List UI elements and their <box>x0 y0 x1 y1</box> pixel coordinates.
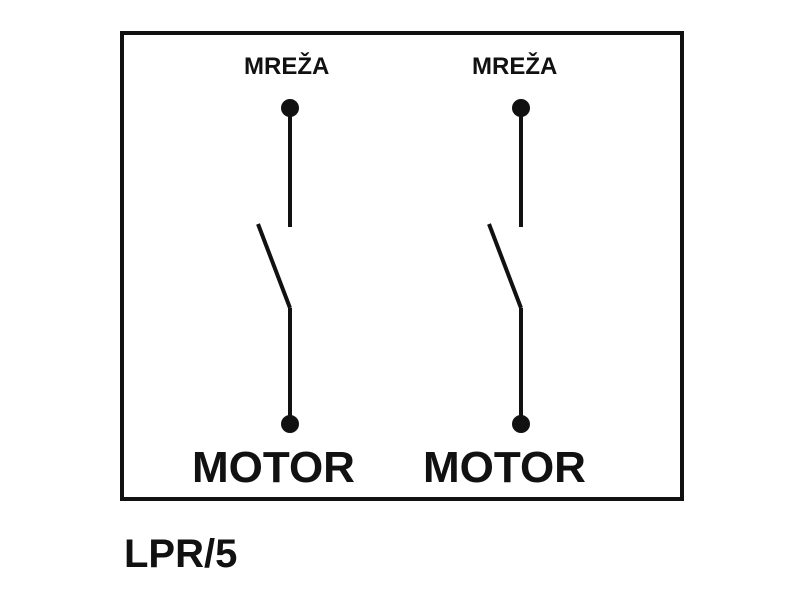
model-code: LPR/5 <box>124 532 238 576</box>
switch-2-top-label: MREŽA <box>472 53 558 80</box>
bottom-terminal <box>281 415 299 433</box>
switch-1-top-label: MREŽA <box>244 53 330 80</box>
switch-blade <box>256 223 292 309</box>
switch-blade <box>487 223 523 309</box>
switch-2 <box>487 99 530 433</box>
switch-2-bottom-label: MOTOR <box>423 443 586 492</box>
switch-1-bottom-label: MOTOR <box>192 443 355 492</box>
switch-1 <box>256 99 299 433</box>
enclosure-box <box>120 31 684 501</box>
bottom-terminal <box>512 415 530 433</box>
